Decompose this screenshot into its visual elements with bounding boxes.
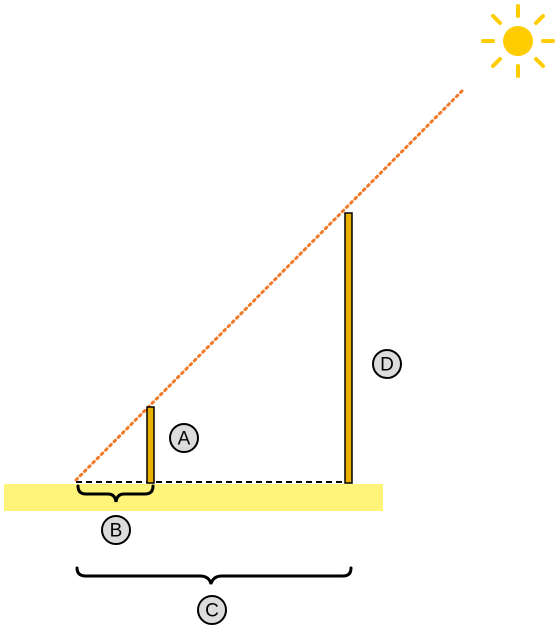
label-d: D <box>380 355 394 376</box>
label-c-badge: C <box>197 595 227 625</box>
label-a: A <box>178 429 191 450</box>
label-a-badge: A <box>169 423 199 453</box>
label-d-badge: D <box>372 349 402 379</box>
brace-c <box>75 566 353 585</box>
sun-icon <box>481 4 555 78</box>
short-pole <box>146 406 155 484</box>
ground <box>4 484 383 511</box>
tall-pole <box>344 212 353 484</box>
label-b-badge: B <box>101 515 131 545</box>
label-b: B <box>110 521 123 542</box>
label-c: C <box>205 601 219 622</box>
sun-ray-line <box>74 89 464 482</box>
brace-b <box>76 484 155 503</box>
